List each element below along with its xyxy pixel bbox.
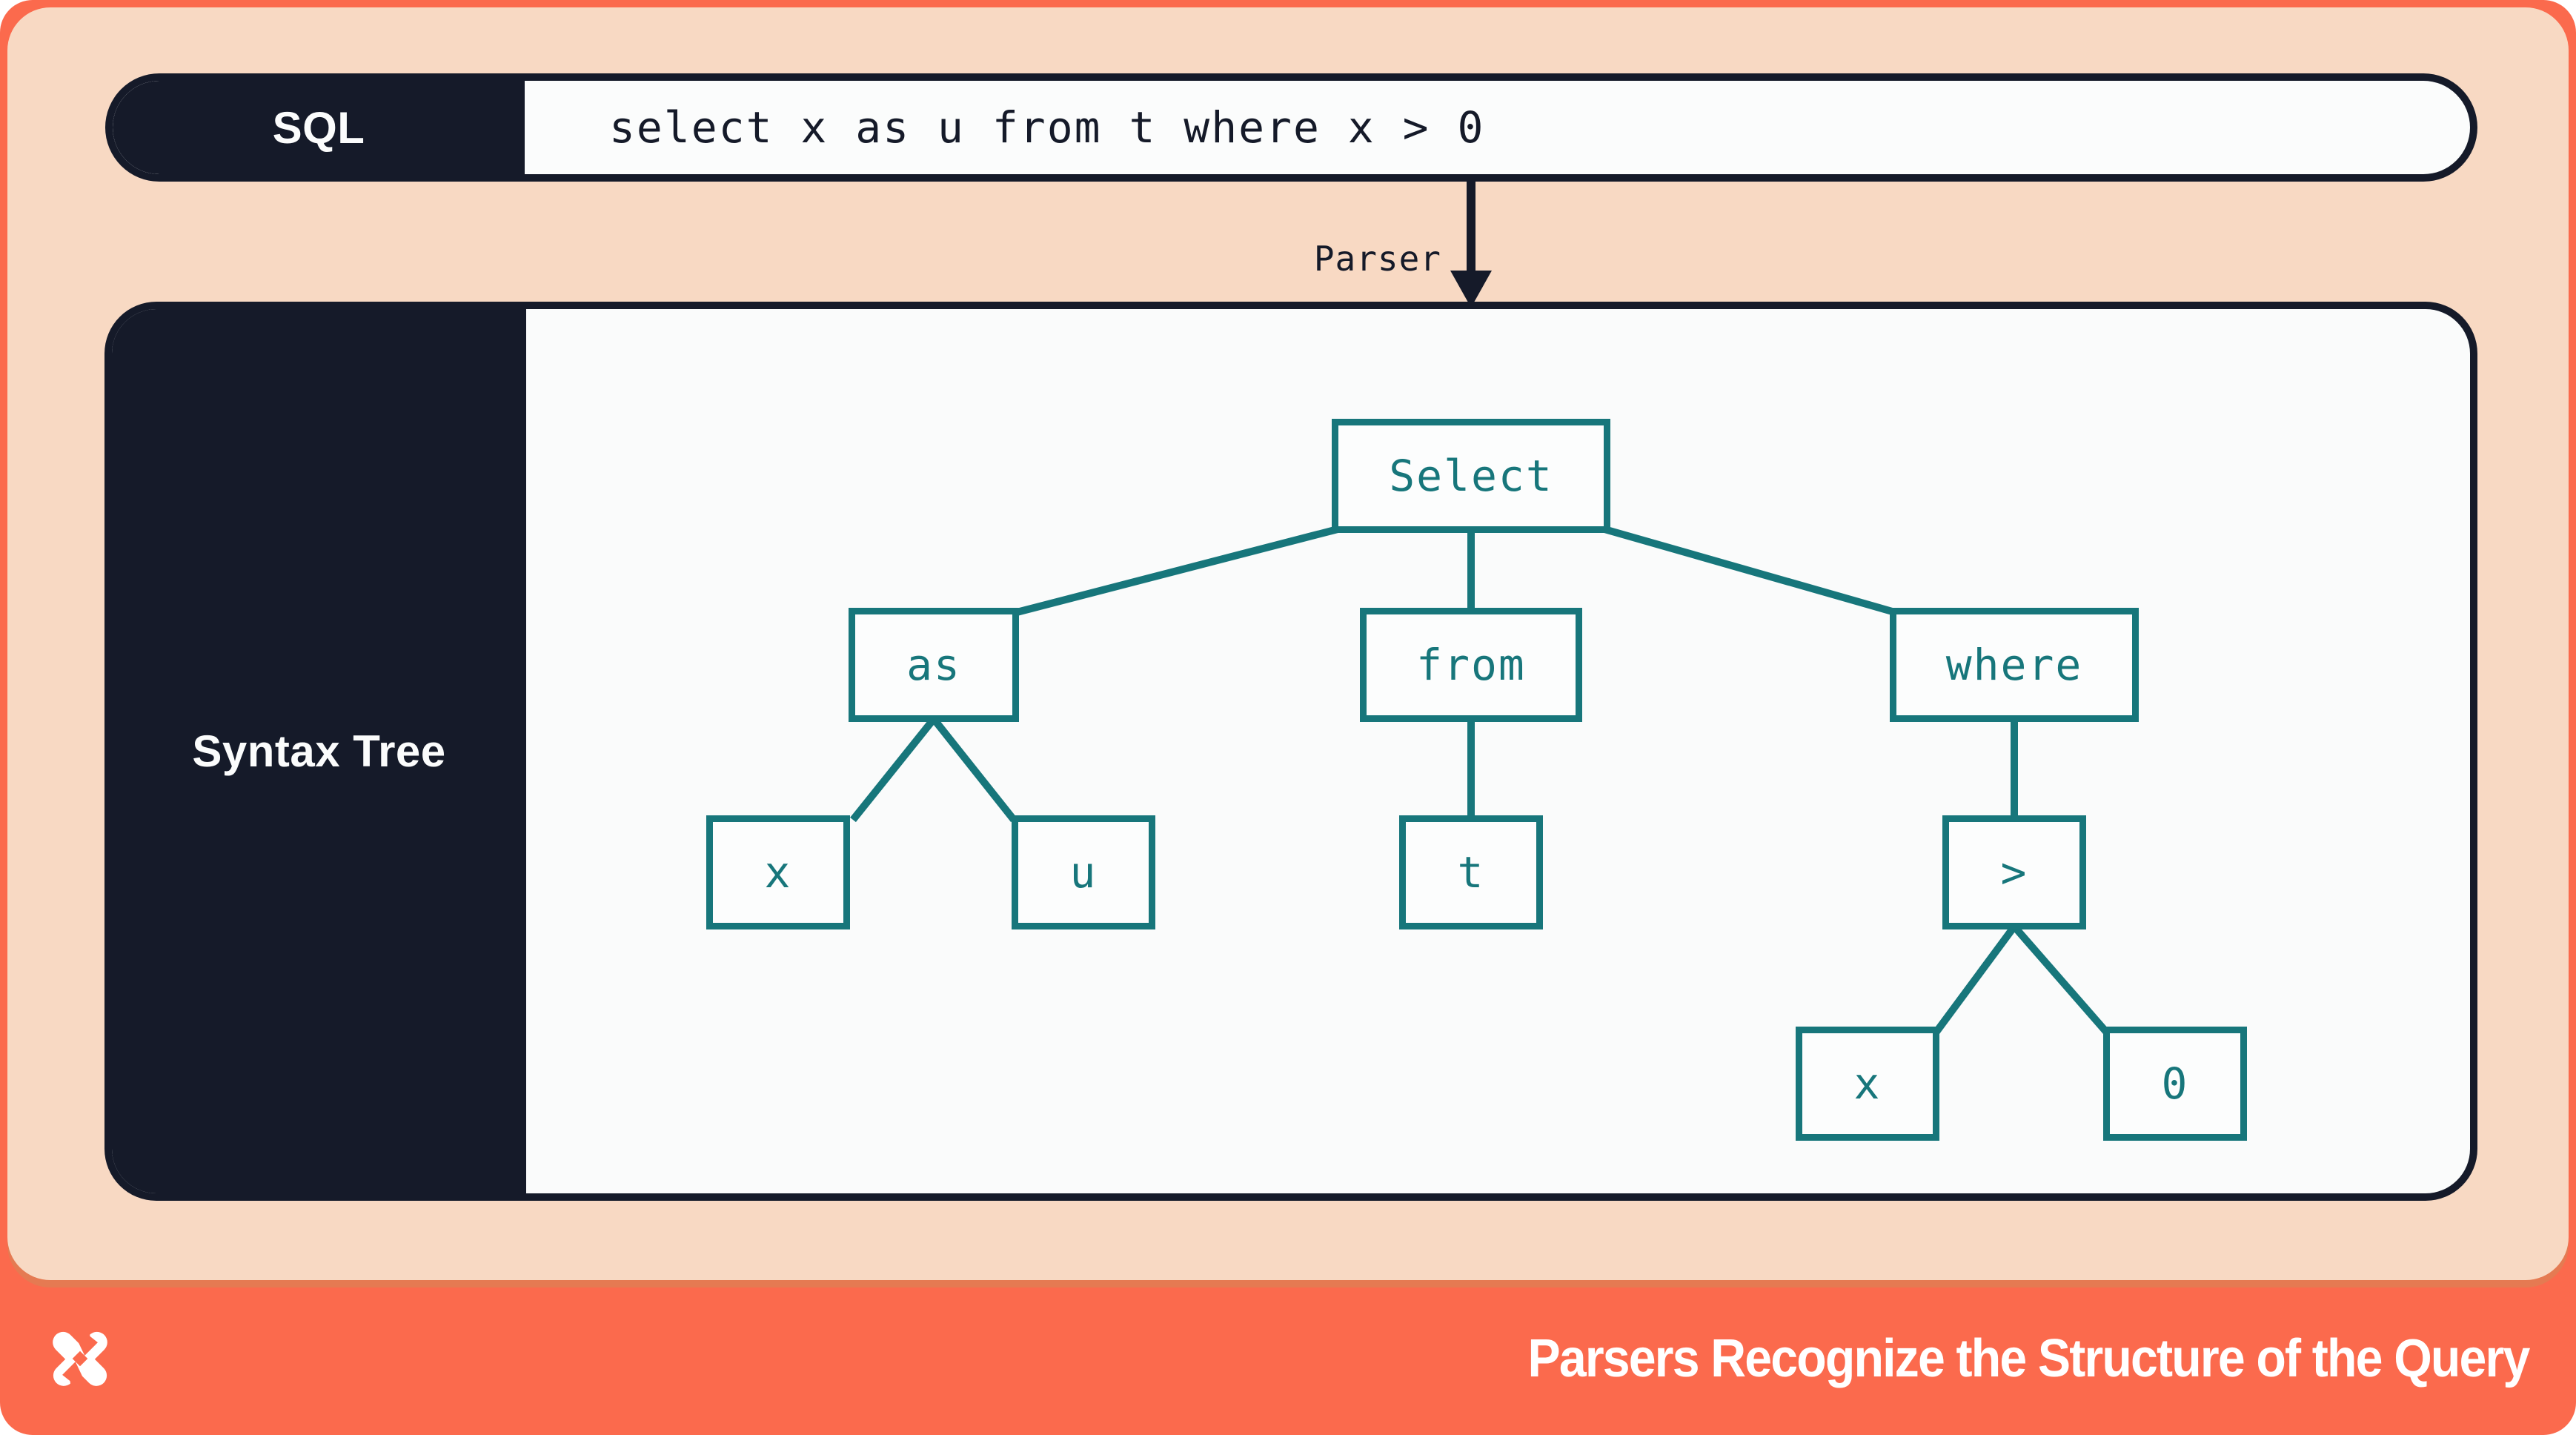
syntax-tree-label-section: Syntax Tree [112, 309, 526, 1193]
slide-title: Parsers Recognize the Structure of the Q… [1527, 1329, 2530, 1388]
syntax-tree-canvas: Syntax Tree [112, 309, 2470, 1193]
syntax-tree-box: Syntax Tree [104, 302, 2477, 1201]
dolt-pinwheel-logo-icon [53, 1320, 107, 1397]
tree-node-from: from [1360, 608, 1582, 722]
sql-bar-body: select x as u from t where x > 0 SQL [113, 81, 2470, 174]
tree-node-x-alias: x [706, 815, 850, 929]
tree-node-x-cond: x [1796, 1027, 1939, 1141]
tree-node-t: t [1399, 815, 1543, 929]
parser-label: Parser [1313, 239, 1441, 279]
tree-node-gt: > [1942, 815, 2086, 929]
tree-node-zero: 0 [2103, 1027, 2247, 1141]
tree-node-u: u [1012, 815, 1155, 929]
tree-node-select: Select [1332, 419, 1610, 533]
sql-bar-label-section: SQL [113, 81, 525, 174]
tree-node-as: as [849, 608, 1019, 722]
parser-arrow-line [1467, 182, 1475, 275]
parser-arrow-head-icon [1450, 271, 1492, 308]
tree-node-where: where [1890, 608, 2139, 722]
sql-query-text: select x as u from t where x > 0 [609, 102, 1485, 153]
sql-bar: select x as u from t where x > 0 SQL [105, 73, 2477, 182]
syntax-tree-label: Syntax Tree [192, 726, 446, 776]
sql-label: SQL [272, 102, 365, 153]
